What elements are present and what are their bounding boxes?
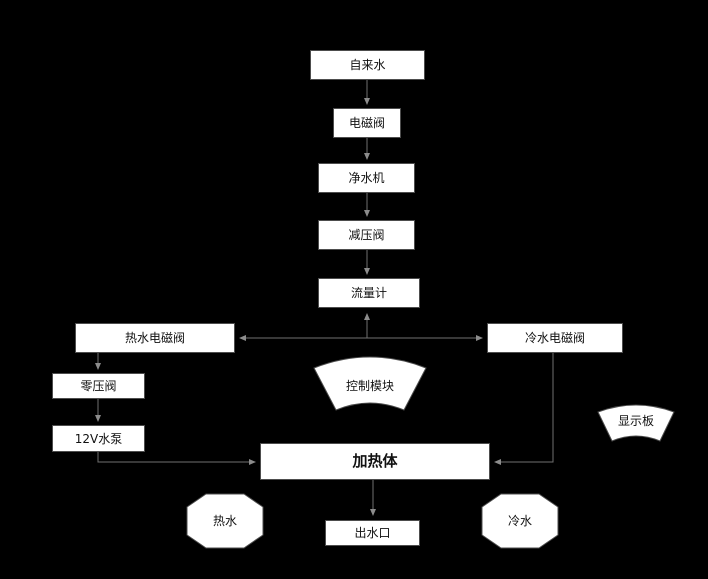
hot-water-octagon bbox=[186, 493, 264, 549]
node-water-purifier: 净水机 bbox=[318, 163, 415, 193]
arrow-pump-to-heater bbox=[97, 452, 256, 465]
display-board-shape bbox=[597, 404, 675, 442]
node-heater: 加热体 bbox=[260, 443, 490, 480]
node-flow-meter: 流量计 bbox=[318, 278, 420, 308]
node-water-outlet: 出水口 bbox=[325, 520, 420, 546]
cold-water-octagon bbox=[481, 493, 559, 549]
node-12v-pump: 12V水泵 bbox=[52, 425, 145, 452]
node-tap-water: 自来水 bbox=[310, 50, 425, 80]
node-cold-water-solenoid-valve: 冷水电磁阀 bbox=[487, 323, 623, 353]
node-solenoid-valve: 电磁阀 bbox=[333, 108, 401, 138]
control-module-shape bbox=[313, 356, 427, 411]
node-hot-water-solenoid-valve: 热水电磁阀 bbox=[75, 323, 235, 353]
arrow-coldsolenoid-to-heater bbox=[494, 353, 554, 465]
node-zero-pressure-valve: 零压阀 bbox=[52, 373, 145, 399]
node-pressure-reducing-valve: 减压阀 bbox=[318, 220, 415, 250]
